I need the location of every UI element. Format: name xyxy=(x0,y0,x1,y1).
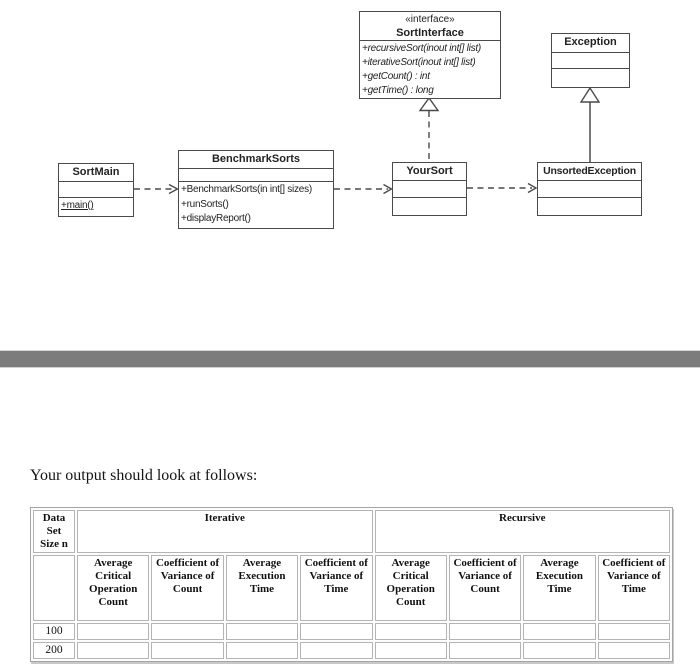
class-name-exception: Exception xyxy=(564,36,617,48)
table-data-row-200: 200 xyxy=(33,642,670,659)
table-data-cell xyxy=(374,623,447,640)
realization-yoursort-sortinterface xyxy=(418,96,440,162)
operation-gettime: +getTime() : long xyxy=(362,85,434,96)
operations-exception-empty xyxy=(552,68,629,87)
dependency-arrow-benchmarksorts-yoursort xyxy=(334,183,393,195)
operations-unsortedexception-empty xyxy=(538,197,641,215)
class-box-benchmarksorts: BenchmarkSorts +BenchmarkSorts(in int[] … xyxy=(178,150,334,229)
page-divider-bar xyxy=(0,350,700,368)
table-subheader-blank-cell xyxy=(33,555,75,621)
table-data-cell xyxy=(300,623,373,640)
table-subheader-iter-cov-count: Coefficient of Variance of Count xyxy=(151,555,224,621)
table-data-cell xyxy=(448,642,522,659)
operation-displayreport: +displayReport() xyxy=(181,213,251,224)
operations-sortinterface: +recursiveSort(inout int[] list) +iterat… xyxy=(360,40,500,98)
table-data-cell xyxy=(597,642,670,659)
operation-runsorts: +runSorts() xyxy=(181,198,229,210)
table-subheader-rec-avg-count: Average Critical Operation Count xyxy=(374,555,447,621)
class-name-yoursort: YourSort xyxy=(406,165,453,177)
table-subheader-iter-avg-count: Average Critical Operation Count xyxy=(77,555,150,621)
operation-main-static: +main() xyxy=(61,200,94,211)
dependency-arrow-yoursort-unsortedexception xyxy=(467,182,538,194)
class-box-exception: Exception xyxy=(551,33,630,88)
table-group-header-row: Data Set Size n Iterative Recursive xyxy=(33,510,670,553)
operation-benchmarksorts-constructor: +BenchmarkSorts(in int[] sizes) xyxy=(181,184,312,195)
table-data-cell xyxy=(597,623,670,640)
table-data-cell xyxy=(448,623,522,640)
uml-connector-lines xyxy=(134,86,601,195)
caption-text: Your output should look at follows: xyxy=(30,467,258,484)
operations-yoursort-empty xyxy=(393,197,466,215)
operations-sortmain: +main() xyxy=(59,197,133,216)
class-box-unsortedexception: UnsortedException xyxy=(537,162,642,216)
attributes-yoursort-empty xyxy=(393,180,466,197)
table-subheader-iter-avg-time: Average Execution Time xyxy=(225,555,299,621)
table-data-cell xyxy=(374,642,447,659)
table-subheader-rec-cov-count: Coefficient of Variance of Count xyxy=(448,555,522,621)
table-data-cell xyxy=(225,623,299,640)
class-name-sortinterface: SortInterface xyxy=(396,27,464,39)
table-data-cell xyxy=(523,623,596,640)
attributes-exception-empty xyxy=(552,52,629,68)
table-group-header-iterative: Iterative xyxy=(77,510,373,553)
table-subheader-rec-cov-time: Coefficient of Variance of Time xyxy=(597,555,670,621)
operations-benchmarksorts: +BenchmarkSorts(in int[] sizes) +runSort… xyxy=(179,181,333,228)
table-data-cell xyxy=(151,642,224,659)
table-data-cell xyxy=(300,642,373,659)
class-box-yoursort: YourSort xyxy=(392,162,467,216)
table-subheader-iter-cov-time: Coefficient of Variance of Time xyxy=(300,555,373,621)
table-data-cell xyxy=(77,642,150,659)
class-box-sortinterface: «interface» SortInterface +recursiveSort… xyxy=(359,11,501,99)
class-name-sortmain: SortMain xyxy=(72,166,120,178)
table-data-cell xyxy=(225,642,299,659)
interface-stereotype-label: «interface» xyxy=(405,14,455,25)
class-header-sortinterface: «interface» SortInterface xyxy=(360,12,500,40)
table-sub-header-row: Average Critical Operation Count Coeffic… xyxy=(33,555,670,621)
operation-getcount: +getCount() : int xyxy=(362,71,430,82)
dependency-arrow-sortmain-benchmarksorts xyxy=(134,183,179,195)
attributes-sortmain-empty xyxy=(59,181,133,197)
table-data-cell xyxy=(523,642,596,659)
table-data-cell xyxy=(77,623,150,640)
table-row-label: 100 xyxy=(33,623,75,640)
class-name-benchmarksorts: BenchmarkSorts xyxy=(211,153,301,165)
generalization-unsortedexception-exception xyxy=(579,86,601,162)
table-data-row-100: 100 xyxy=(33,623,670,640)
class-name-unsortedexception: UnsortedException xyxy=(543,165,636,177)
table-data-cell xyxy=(151,623,224,640)
benchmark-output-table: Data Set Size n Iterative Recursive Aver… xyxy=(30,507,673,662)
uml-class-diagram: «interface» SortInterface +recursiveSort… xyxy=(58,11,642,229)
class-box-sortmain: SortMain +main() xyxy=(58,163,134,217)
operation-recursivesort: +recursiveSort(inout int[] list) xyxy=(362,43,481,54)
attributes-benchmarksorts-empty xyxy=(179,168,333,181)
attributes-unsortedexception-empty xyxy=(538,180,641,197)
table-row-label: 200 xyxy=(33,642,75,659)
table-subheader-rec-avg-time: Average Execution Time xyxy=(523,555,596,621)
table-group-header-recursive: Recursive xyxy=(374,510,670,553)
operation-iterativesort: +iterativeSort(inout int[] list) xyxy=(362,57,476,68)
table-corner-header: Data Set Size n xyxy=(33,510,75,553)
